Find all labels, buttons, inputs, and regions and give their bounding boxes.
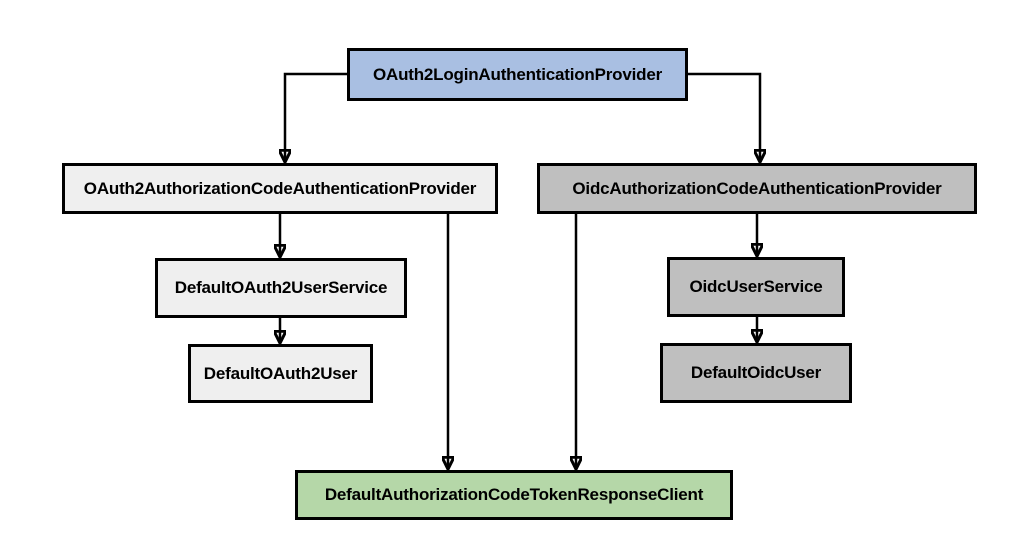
node-default-oauth2-user-service: DefaultOAuth2UserService (155, 258, 407, 318)
node-oidc-authorization-code-authentication-provider: OidcAuthorizationCodeAuthenticationProvi… (537, 163, 977, 214)
node-default-authorization-code-token-response-client: DefaultAuthorizationCodeTokenResponseCli… (295, 470, 733, 520)
node-oidc-user-service: OidcUserService (667, 257, 845, 317)
node-oauth2-authorization-code-authentication-provider: OAuth2AuthorizationCodeAuthenticationPro… (62, 163, 498, 214)
edge-login-to-oauth2-code (285, 72, 347, 161)
edge-login-to-oidc-code (688, 72, 760, 161)
node-default-oauth2-user: DefaultOAuth2User (188, 344, 373, 403)
node-default-oidc-user: DefaultOidcUser (660, 343, 852, 403)
node-oauth2-login-authentication-provider: OAuth2LoginAuthenticationProvider (347, 48, 688, 101)
